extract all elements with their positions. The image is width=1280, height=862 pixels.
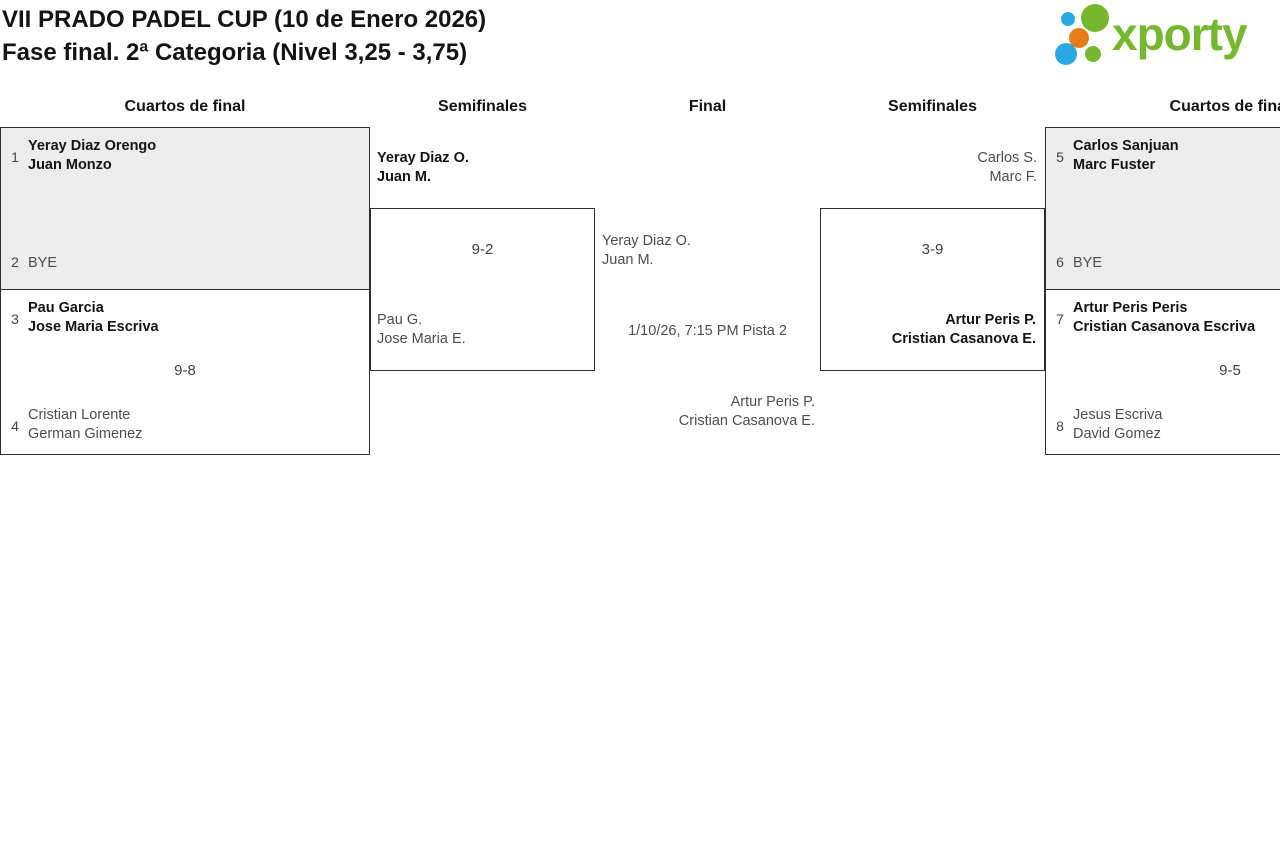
player-name: Artur Peris P. (730, 394, 815, 410)
seed-number: 1 (11, 149, 19, 165)
seed-number: 4 (11, 418, 19, 434)
team-final-top: Yeray Diaz O. Juan M. (602, 232, 691, 270)
logo-dot-blue-large-icon (1055, 43, 1077, 65)
round-header-final: Final (688, 98, 727, 115)
player-name: Jose Maria Escriva (28, 319, 159, 335)
team-bottom: Artur Peris P. Cristian Casanova E. (892, 311, 1036, 349)
round-header-sf-left: Semifinales (438, 98, 527, 115)
player-name: Cristian Lorente (28, 407, 131, 423)
match-qf-right-2[interactable]: 7 Artur Peris Peris Cristian Casanova Es… (1045, 289, 1280, 455)
player-name: Yeray Diaz O. (377, 150, 469, 166)
title-line-2: Fase final. 2ª Categoria (Nivel 3,25 - 3… (2, 39, 468, 66)
player-name: Marc F. (989, 169, 1037, 185)
match-qf-right-1[interactable]: 5 Carlos Sanjuan Marc Fuster 6 BYE (1045, 127, 1280, 290)
seed-number: 7 (1056, 311, 1064, 327)
player-name: Cristian Casanova E. (891, 331, 1036, 347)
logo-dot-blue-small-icon (1061, 12, 1075, 26)
match-sf-right[interactable]: 3-9 Artur Peris P. Cristian Casanova E. (820, 208, 1045, 371)
team-top: Artur Peris Peris Cristian Casanova Escr… (1073, 299, 1255, 337)
team-top: Carlos Sanjuan Marc Fuster (1073, 137, 1179, 175)
team-bottom: Cristian Lorente German Gimenez (28, 406, 142, 444)
match-score: 9-8 (174, 362, 196, 379)
player-name: Cristian Casanova E. (678, 413, 815, 429)
logo-dot-orange-icon (1069, 28, 1089, 48)
seed-number: 2 (11, 254, 19, 270)
logo-wordmark: xporty (1112, 8, 1248, 60)
player-name: Artur Peris Peris (1073, 300, 1188, 316)
player-name: Juan M. (602, 252, 654, 268)
player-name: Cristian Casanova Escriva (1073, 319, 1256, 335)
team-top: Yeray Diaz Orengo Juan Monzo (28, 137, 156, 175)
logo-dot-green-large-icon (1081, 4, 1109, 32)
player-name: Pau Garcia (28, 300, 104, 316)
title-line-1: VII PRADO PADEL CUP (10 de Enero 2026) (2, 6, 487, 33)
match-score: 9-2 (471, 241, 494, 258)
match-qf-left-1[interactable]: 1 Yeray Diaz Orengo Juan Monzo 2 BYE (0, 127, 370, 290)
bye-label: BYE (28, 255, 58, 271)
match-score: 3-9 (921, 241, 944, 258)
team-bottom: Pau G. Jose Maria E. (377, 311, 466, 349)
team-sf-left-top: Yeray Diaz O. Juan M. (377, 149, 469, 187)
seed-number: 6 (1056, 254, 1064, 270)
player-name: Artur Peris P. (945, 312, 1036, 328)
final-schedule: 1/10/26, 7:15 PM Pista 2 (628, 323, 787, 339)
player-name: Marc Fuster (1073, 157, 1156, 173)
seed-number: 8 (1056, 418, 1064, 434)
player-name: David Gomez (1073, 426, 1161, 442)
team-bottom: Jesus Escriva David Gomez (1073, 406, 1162, 444)
seed-number: 5 (1056, 149, 1064, 165)
match-sf-left[interactable]: 9-2 Pau G. Jose Maria E. (370, 208, 595, 371)
team-bottom: BYE (1073, 254, 1102, 273)
team-final-bottom: Artur Peris P. Cristian Casanova E. (595, 393, 815, 431)
page-title: VII PRADO PADEL CUP (10 de Enero 2026) F… (2, 3, 486, 69)
player-name: Yeray Diaz Orengo (28, 138, 157, 154)
round-header-qf-left: Cuartos de final (124, 98, 246, 115)
player-name: Yeray Diaz O. (602, 233, 691, 249)
team-bottom: BYE (28, 254, 57, 273)
player-name: Juan Monzo (28, 157, 112, 173)
xporty-logo[interactable]: xporty (0, 0, 1280, 80)
seed-number: 3 (11, 311, 19, 327)
logo-dot-green-small-icon (1085, 46, 1101, 62)
player-name: Jose Maria E. (377, 331, 466, 347)
match-score: 9-5 (1219, 362, 1241, 379)
bye-label: BYE (1073, 255, 1103, 271)
player-name: Juan M. (377, 169, 431, 185)
player-name: Carlos S. (977, 150, 1037, 166)
round-header-qf-right: Cuartos de final (1169, 98, 1280, 115)
round-header-sf-right: Semifinales (888, 98, 977, 115)
player-name: Carlos Sanjuan (1073, 138, 1179, 154)
team-sf-right-top: Carlos S. Marc F. (820, 149, 1037, 187)
player-name: Jesus Escriva (1073, 407, 1163, 423)
player-name: Pau G. (377, 312, 423, 328)
match-qf-left-2[interactable]: 3 Pau Garcia Jose Maria Escriva 9-8 4 Cr… (0, 289, 370, 455)
player-name: German Gimenez (28, 426, 143, 442)
team-top: Pau Garcia Jose Maria Escriva (28, 299, 159, 337)
